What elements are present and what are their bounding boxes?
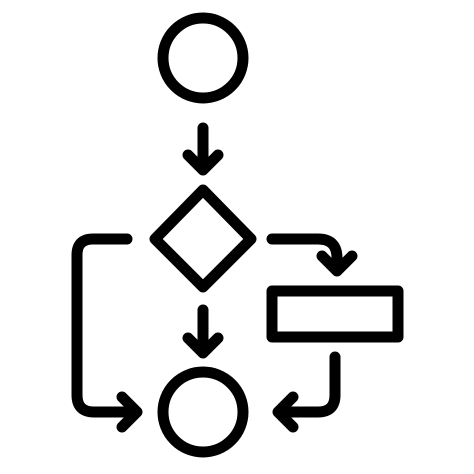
arrow-decision-to-end: [182, 304, 224, 359]
start-node: [157, 12, 249, 104]
arrow-process-to-end: [272, 351, 341, 433]
arrow-left-loop-to-end: [71, 233, 143, 433]
end-node: [157, 366, 249, 458]
decision-node: [149, 184, 257, 293]
arrow-start-to-decision: [182, 122, 224, 176]
arrow-decision-to-process: [266, 233, 358, 277]
process-node: [266, 285, 404, 343]
